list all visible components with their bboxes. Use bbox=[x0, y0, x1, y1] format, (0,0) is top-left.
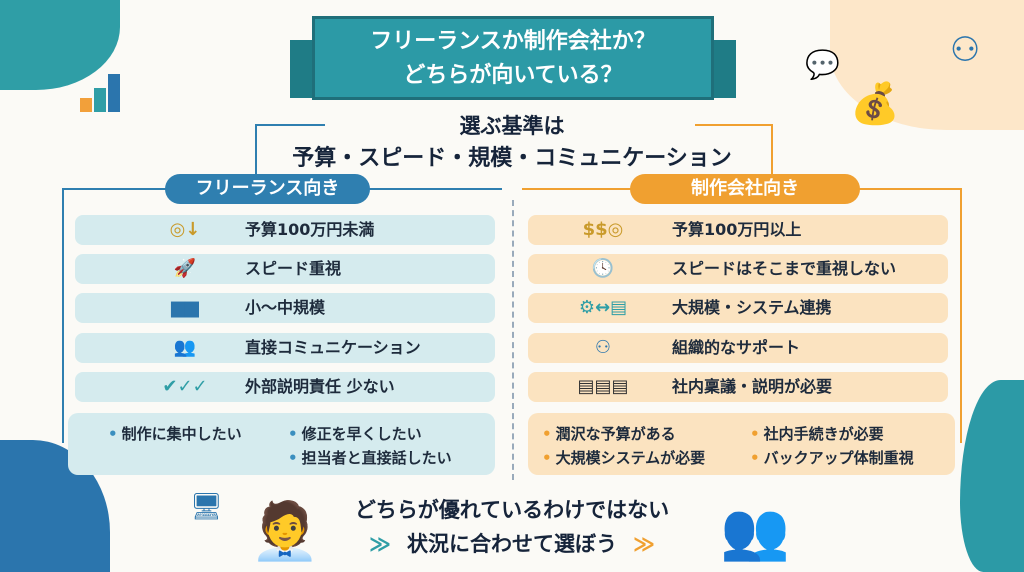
blocks-icon: ▆▆ bbox=[171, 297, 199, 318]
freelance-row: 🚀 スピード重視 bbox=[75, 254, 495, 284]
company-row: ⚙↔▤ 大規模・システム連携 bbox=[528, 293, 948, 323]
money-bags-icon: $$◎ bbox=[582, 219, 624, 240]
company-row: 🕓 スピードはそこまで重視しない bbox=[528, 254, 948, 284]
criteria-items: 予算・スピード・規模・コミュニケーション bbox=[292, 146, 732, 171]
bullet: 担当者と直接話したい bbox=[288, 447, 452, 468]
checklist-icon: ✔✓✓ bbox=[162, 376, 208, 397]
title-banner: フリーランスか制作会社か？ どちらが向いている？ bbox=[312, 16, 714, 100]
footer-line2: 状況に合わせて選ぼう bbox=[407, 532, 617, 556]
row-text: 予算100万円未満 bbox=[245, 220, 375, 239]
freelance-row: ✔✓✓ 外部説明責任 少ない bbox=[75, 372, 495, 402]
org-chart-icon: ⚇ bbox=[594, 337, 612, 358]
freelance-row: ◎↓ 予算100万円未満 bbox=[75, 215, 495, 245]
bullet: 制作に集中したい bbox=[108, 423, 242, 444]
company-label: 制作会社向き bbox=[630, 174, 860, 204]
freelance-row: ▆▆ 小〜中規模 bbox=[75, 293, 495, 323]
footer-line2-wrap: ≫ 状況に合わせて選ぼう ≫ bbox=[0, 528, 1024, 558]
row-text: 小〜中規模 bbox=[245, 298, 326, 317]
clock-icon: 🕓 bbox=[591, 258, 615, 279]
bullet: 社内手続きが必要 bbox=[750, 423, 884, 444]
bullet: 潤沢な予算がある bbox=[542, 423, 676, 444]
conversation-icon: 👥 bbox=[173, 337, 197, 358]
bar-chart-icon bbox=[80, 62, 140, 122]
gears-server-icon: ⚙↔▤ bbox=[578, 297, 628, 318]
arrows-icon: ≫ bbox=[633, 532, 655, 556]
video-call-icon: 🖥 bbox=[190, 492, 224, 522]
connector bbox=[255, 124, 325, 184]
rocket-icon: 🚀 bbox=[173, 258, 197, 279]
row-text: 大規模・システム連携 bbox=[672, 298, 832, 317]
freelance-bullets: 制作に集中したい 修正を早くしたい 担当者と直接話したい bbox=[68, 413, 495, 475]
bullet: 修正を早くしたい bbox=[288, 423, 422, 444]
company-row: $$◎ 予算100万円以上 bbox=[528, 215, 948, 245]
company-row: ⚇ 組織的なサポート bbox=[528, 333, 948, 363]
org-icon: ⚇ bbox=[949, 30, 981, 70]
meeting-illustration: 👥 bbox=[720, 499, 790, 564]
arrows-icon: ≫ bbox=[369, 532, 391, 556]
documents-stamp-icon: ▤▤▤ bbox=[577, 376, 629, 397]
row-text: 外部説明責任 少ない bbox=[245, 377, 395, 396]
company-bullets: 潤沢な予算がある 社内手続きが必要 大規模システムが必要 バックアップ体制重視 bbox=[528, 413, 955, 475]
row-text: 社内稟議・説明が必要 bbox=[672, 377, 833, 396]
row-text: スピード重視 bbox=[245, 259, 342, 278]
row-text: 組織的なサポート bbox=[672, 338, 801, 357]
row-text: 予算100万円以上 bbox=[672, 220, 802, 239]
freelance-label: フリーランス向き bbox=[165, 174, 370, 204]
criteria-lead: 選ぶ基準は bbox=[459, 114, 565, 138]
row-text: 直接コミュニケーション bbox=[245, 338, 421, 357]
company-row: ▤▤▤ 社内稟議・説明が必要 bbox=[528, 372, 948, 402]
title-line1: フリーランスか制作会社か？ bbox=[370, 29, 656, 54]
bullet: 大規模システムが必要 bbox=[542, 447, 706, 468]
footer-line1: どちらが優れているわけではない bbox=[354, 498, 670, 522]
money-bag-icon: 💰 bbox=[850, 81, 900, 127]
businessman-illustration: 🧑‍💼 bbox=[250, 499, 320, 564]
bullet: バックアップ体制重視 bbox=[750, 447, 914, 468]
chat-icon: 💬 bbox=[805, 48, 840, 81]
row-text: スピードはそこまで重視しない bbox=[672, 259, 897, 278]
connector bbox=[960, 188, 962, 443]
title-line2: どちらが向いている？ bbox=[403, 63, 623, 88]
connector bbox=[695, 124, 773, 184]
connector bbox=[62, 188, 64, 443]
freelance-row: 👥 直接コミュニケーション bbox=[75, 333, 495, 363]
divider bbox=[512, 200, 514, 480]
coins-down-icon: ◎↓ bbox=[169, 219, 201, 240]
